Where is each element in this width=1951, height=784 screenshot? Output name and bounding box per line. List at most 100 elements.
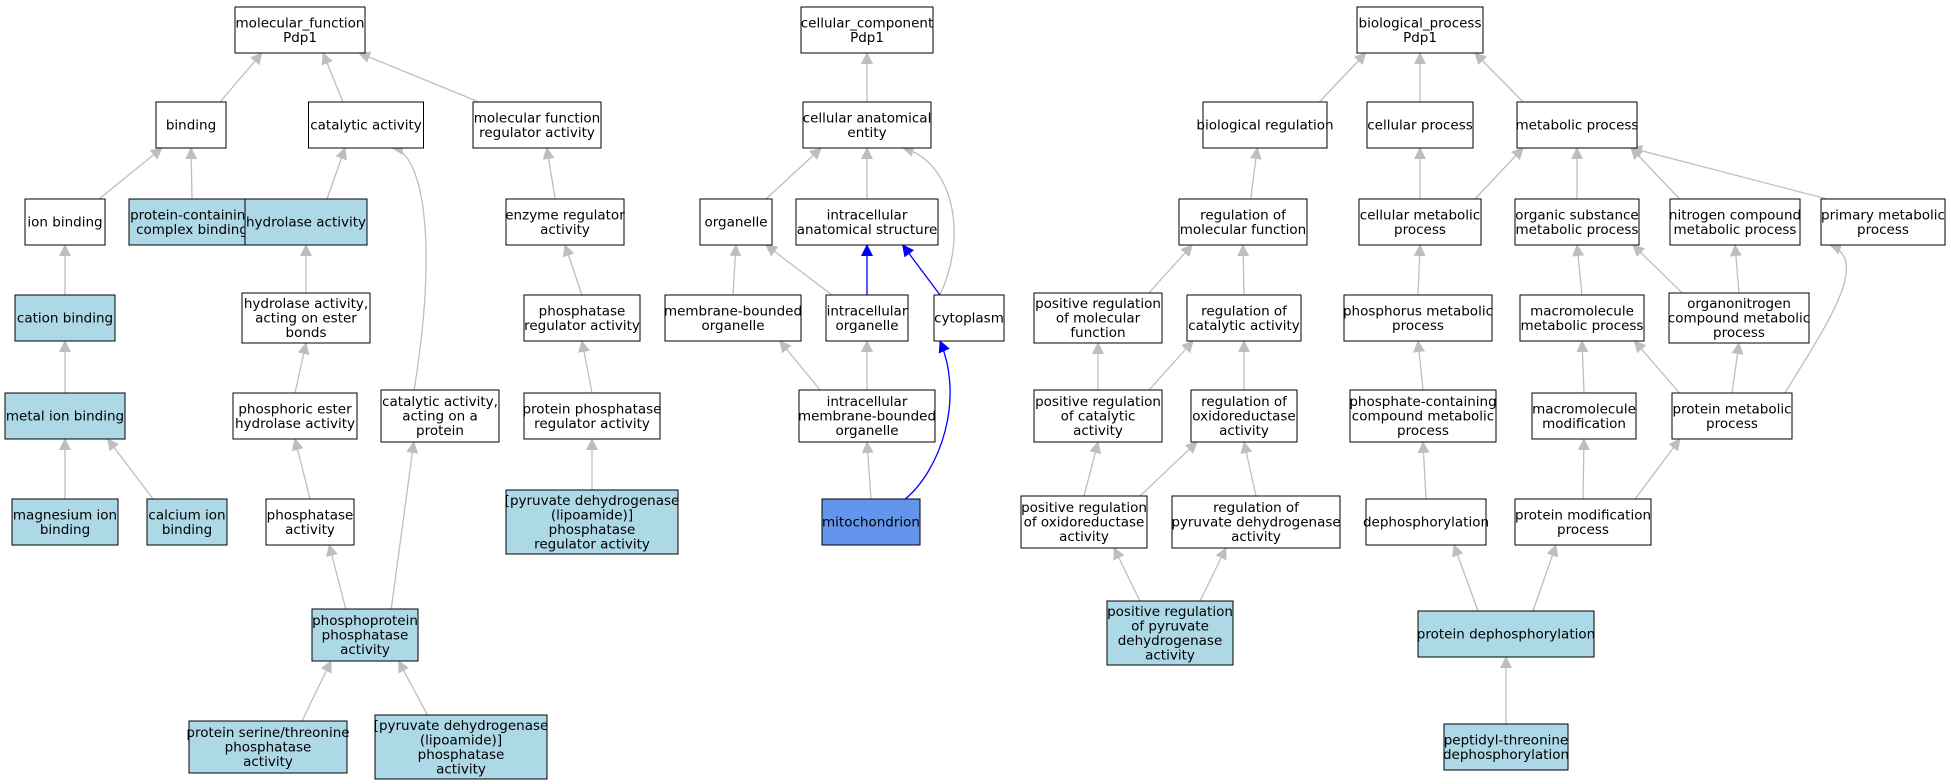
node-box (4, 392, 126, 440)
go-term-node-mitochondrion[interactable]: mitochondrion (821, 498, 921, 546)
go-term-node-pdh-phosphatase[interactable]: [pyruvate dehydrogenase(lipoamide)]phosp… (374, 714, 549, 780)
node-label-line: organelle (701, 318, 764, 334)
node-label-line: positive regulation (1107, 604, 1233, 620)
edge-primary-metabolic-to-metabolic-process (1630, 144, 1828, 200)
node-box (795, 198, 939, 246)
node-label-line: phosphorus metabolic (1343, 303, 1493, 319)
edge-organelle-to-cae (765, 147, 822, 200)
edge-protein-metabolic-to-macromolecule-metabolic (1633, 340, 1680, 394)
go-term-node-bio-reg[interactable]: biological regulation (1196, 101, 1334, 149)
go-term-node-binding[interactable]: binding (155, 101, 227, 149)
node-label-line: catalytic activity (310, 118, 422, 134)
go-term-node-pdh-phosphatase-reg[interactable]: [pyruvate dehydrogenase(lipoamide)]phosp… (505, 489, 680, 555)
node-label-line: binding (162, 522, 212, 538)
go-term-node-cellular-process[interactable]: cellular process (1366, 101, 1474, 149)
node-label-line: positive regulation (1021, 500, 1147, 516)
go-term-node-ion-binding[interactable]: ion binding (24, 198, 106, 246)
go-term-node-catalytic[interactable]: catalytic activity (308, 101, 424, 149)
node-label-line: cellular metabolic (1360, 207, 1480, 223)
go-term-node-cation-binding[interactable]: cation binding (14, 294, 116, 342)
node-label-line: regulator activity (534, 416, 650, 432)
go-term-node-ser-thr-phosphatase[interactable]: protein serine/threoninephosphataseactiv… (186, 720, 350, 774)
go-term-node-organelle[interactable]: organelle (699, 198, 773, 246)
node-label-line: acting on a (402, 409, 478, 425)
go-term-node-protein-dephos[interactable]: protein dephosphorylation (1417, 610, 1595, 658)
edge-nitrogen-compound-to-metabolic-process (1630, 147, 1681, 200)
edge-protein-modification-to-macromolecule-mod (1577, 438, 1590, 500)
node-box (244, 198, 368, 246)
go-term-node-metal-ion-binding[interactable]: metal ion binding (4, 392, 126, 440)
node-label-line: phosphatase (549, 522, 636, 538)
node-box (232, 392, 358, 440)
go-term-node-dephosphorylation[interactable]: dephosphorylation (1363, 498, 1489, 546)
node-label-line: binding (40, 522, 90, 538)
node-label-line: activity (1219, 423, 1269, 439)
node-label-line: phosphatase (267, 507, 354, 523)
node-label-line: protein metabolic (1672, 401, 1791, 417)
node-label-line: Pdp1 (283, 30, 317, 46)
node-label-line: Pdp1 (1403, 30, 1437, 46)
node-label-line: Pdp1 (850, 30, 884, 46)
node-label-line: activity (1073, 423, 1123, 439)
go-term-node-hydrolase[interactable]: hydrolase activity (244, 198, 368, 246)
edge-organonitrogen-to-nitrogen-compound (1729, 244, 1742, 294)
node-label-line: biological regulation (1196, 118, 1333, 134)
node-box (505, 198, 625, 246)
edge-pdh-phosphatase-to-phosphoprotein-phosphatase (398, 660, 428, 716)
node-box (1671, 392, 1793, 440)
edge-organonitrogen-to-organic-substance (1632, 244, 1683, 294)
go-term-node-metabolic-process[interactable]: metabolic process (1516, 101, 1639, 149)
node-label-line: activity (1231, 529, 1281, 545)
node-label-line: oxidoreductase (1192, 409, 1295, 425)
node-label-line: protein serine/threonine (186, 725, 349, 741)
node-label-line: phosphatase (225, 740, 312, 756)
node-box (308, 101, 424, 149)
node-label-line: protein (416, 423, 464, 439)
node-box (1349, 389, 1497, 443)
node-box (380, 389, 500, 443)
node-label-line: regulator activity (479, 125, 595, 141)
go-term-node-cytoplasm[interactable]: cytoplasm (933, 294, 1005, 342)
edge-enzyme-reg-to-mf-reg (542, 147, 556, 200)
